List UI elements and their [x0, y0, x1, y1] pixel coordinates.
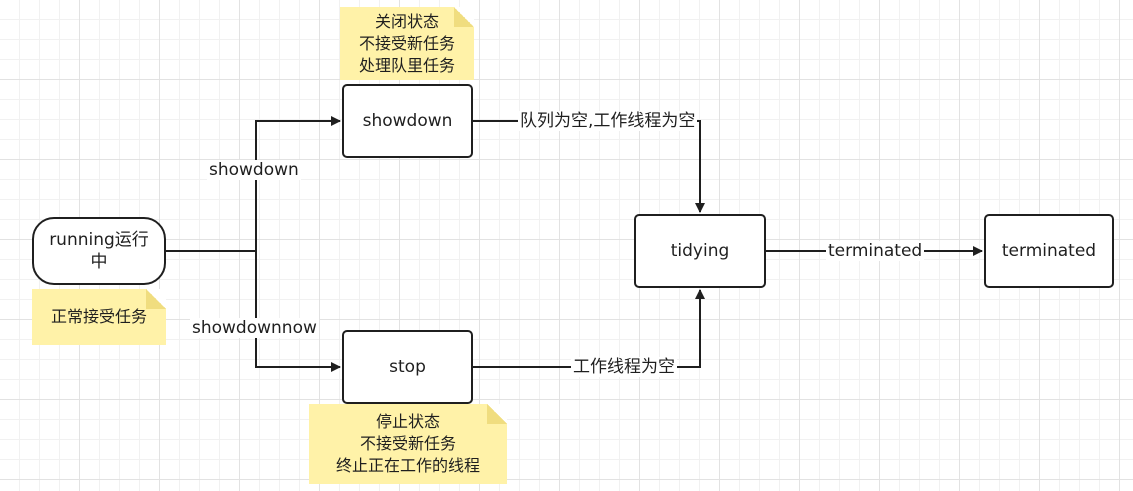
- node-tidying-label: tidying: [670, 241, 730, 261]
- node-stop[interactable]: stop: [342, 330, 473, 404]
- edge-label-to-stop: showdownnow: [190, 318, 319, 338]
- node-terminated[interactable]: terminated: [984, 214, 1114, 288]
- edge-to-stop: [255, 251, 341, 372]
- edge-to-showdown: [255, 116, 341, 251]
- edge-label-tidying-to-terminated: terminated: [826, 241, 925, 261]
- node-stop-label: stop: [389, 357, 426, 377]
- edge-label-to-showdown: showdown: [207, 160, 301, 180]
- edge-stop-to-tidying: [473, 289, 705, 368]
- note-running-text: 正常接受任务: [50, 307, 147, 326]
- note-fold-icon: [454, 7, 474, 27]
- edge-label-stop-to-tidying: 工作线程为空: [571, 357, 677, 377]
- note-running: 正常接受任务: [32, 289, 166, 345]
- node-terminated-label: terminated: [1001, 241, 1097, 261]
- node-showdown[interactable]: showdown: [342, 84, 473, 158]
- edge-label-showdown-to-tidying: 队列为空,工作线程为空: [518, 111, 698, 131]
- node-running-label: running运行 中: [49, 230, 149, 272]
- note-showdown-text: 关闭状态 不接受新任务 处理队里任务: [358, 11, 455, 75]
- note-stop: 停止状态 不接受新任务 终止正在工作的线程: [309, 404, 507, 484]
- note-showdown: 关闭状态 不接受新任务 处理队里任务: [340, 7, 474, 80]
- node-running[interactable]: running运行 中: [32, 217, 166, 285]
- node-showdown-label: showdown: [362, 111, 453, 131]
- node-tidying[interactable]: tidying: [634, 214, 766, 288]
- note-fold-icon: [146, 289, 166, 309]
- note-stop-text: 停止状态 不接受新任务 终止正在工作的线程: [335, 412, 480, 475]
- edge-showdown-to-tidying: [473, 120, 705, 213]
- note-fold-icon: [487, 404, 507, 424]
